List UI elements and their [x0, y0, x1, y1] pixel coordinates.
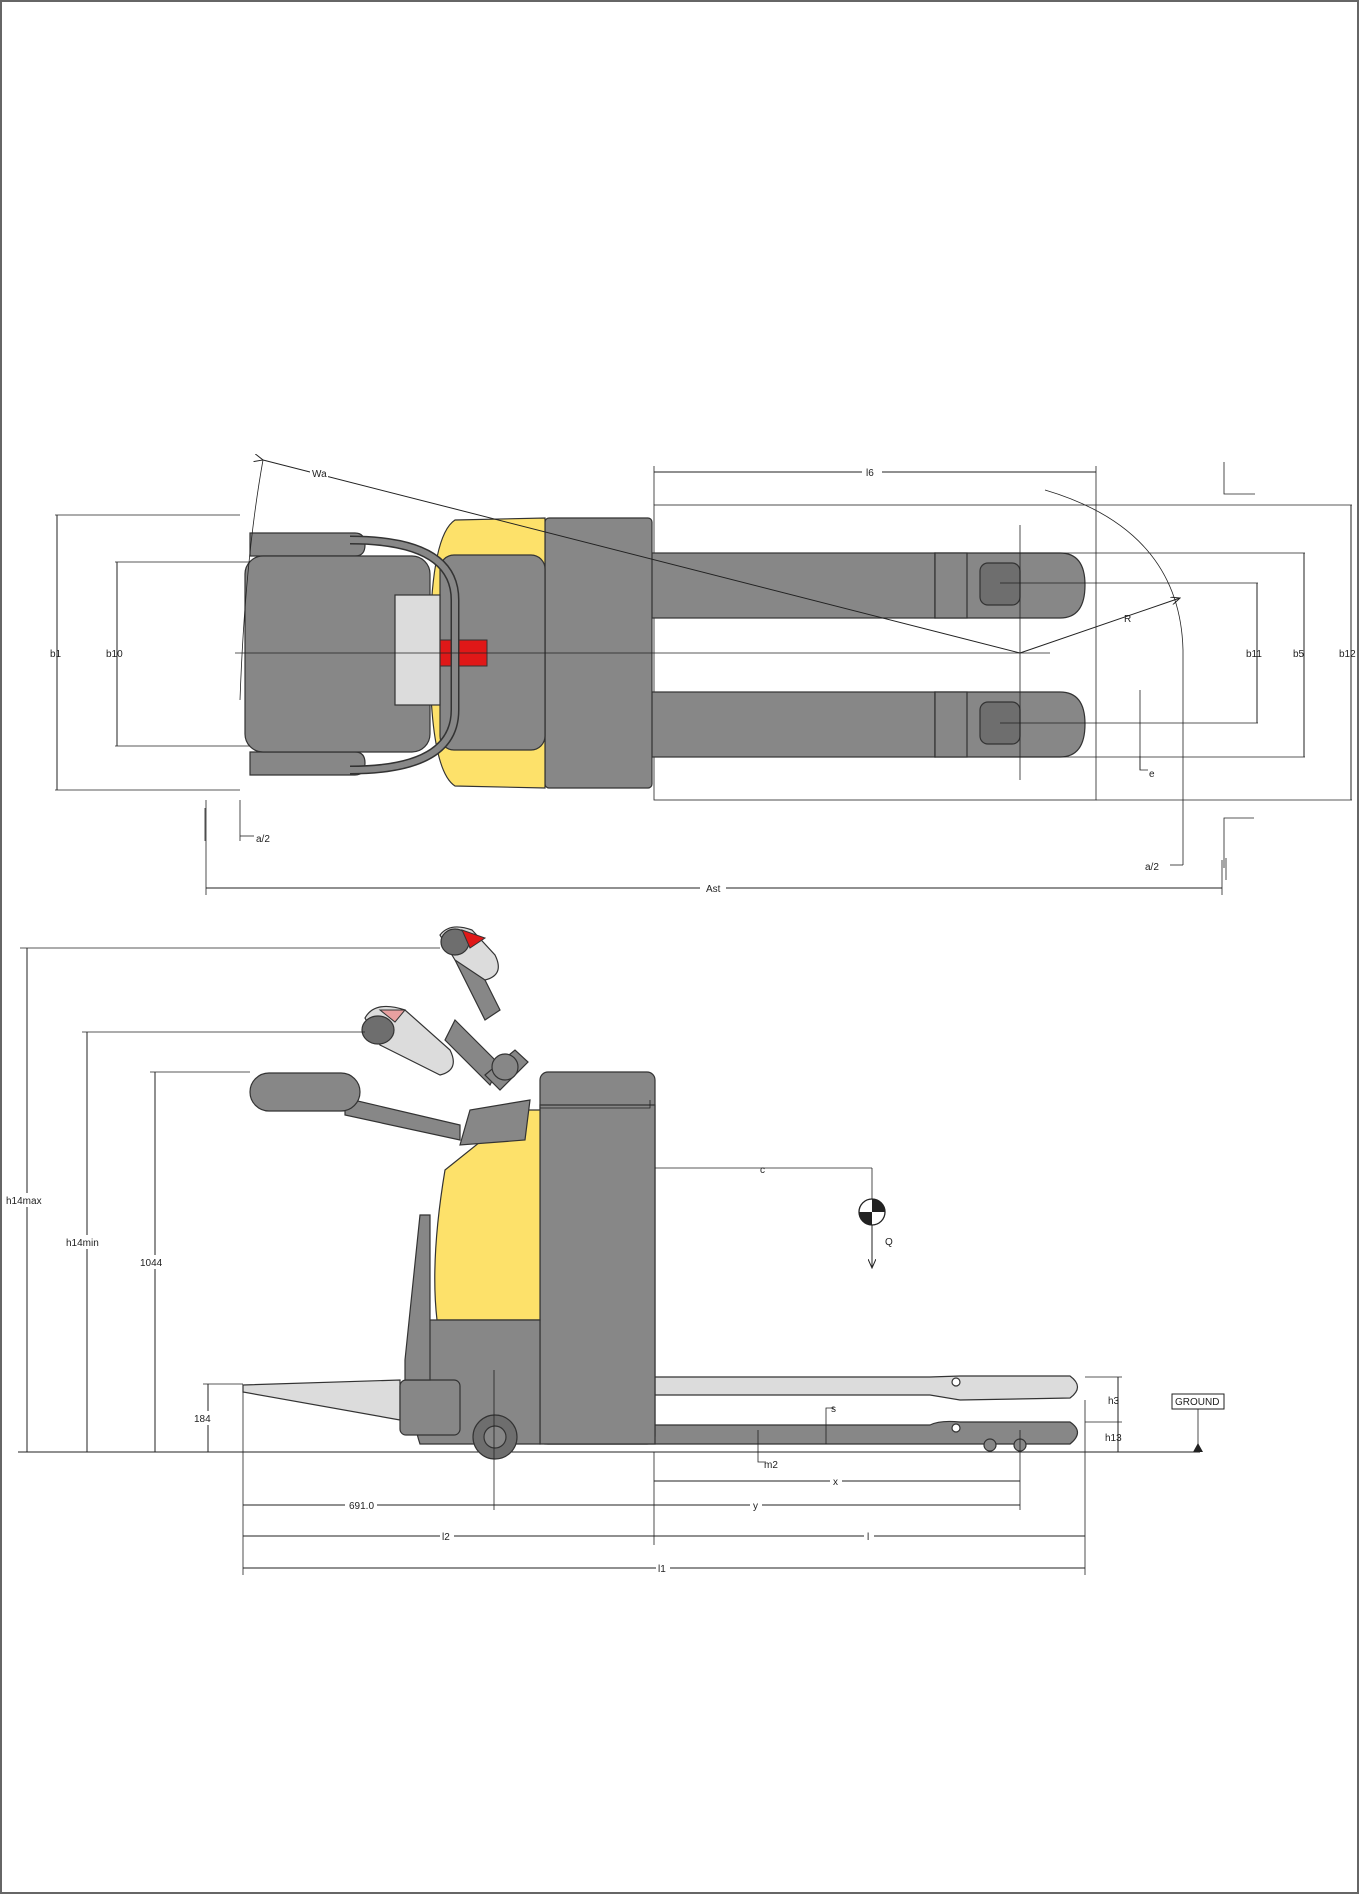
dim-l2: l2: [442, 1532, 450, 1543]
fork-upper: [644, 552, 936, 619]
top-view: b1 b10 b11 b5 b12 l6 Wa R: [50, 460, 1356, 895]
dim-h14min: h14min: [66, 1238, 99, 1249]
dim-ast: Ast: [706, 884, 721, 895]
dim-s: s: [831, 1404, 836, 1415]
dim-h3: h3: [1108, 1396, 1120, 1407]
dim-1044: 1044: [140, 1258, 163, 1269]
dim-r: R: [1124, 614, 1131, 625]
dim-c: c: [760, 1165, 765, 1176]
side-view: c Q h14max h14min 1044 184 s m2 h3 h13 G…: [5, 926, 1225, 1575]
fork-envelope: [653, 504, 1097, 801]
dim-l6: l6: [866, 468, 874, 479]
dim-184: 184: [194, 1414, 211, 1425]
dim-b1: b1: [50, 649, 62, 660]
dim-x: x: [833, 1477, 838, 1488]
load-q-label: Q: [885, 1237, 893, 1248]
dim-a2-left: a/2: [256, 834, 270, 845]
dim-wa: Wa: [312, 469, 327, 480]
dim-y: y: [753, 1501, 758, 1512]
ground-label: GROUND: [1175, 1397, 1219, 1408]
dim-b10: b10: [106, 649, 123, 660]
dim-e: e: [1149, 769, 1155, 780]
platform-step: [399, 1379, 461, 1436]
dim-h14max: h14max: [6, 1196, 42, 1207]
fork-raised: [544, 1375, 1079, 1401]
dim-h13: h13: [1105, 1433, 1122, 1444]
fork-lower: [644, 691, 936, 758]
dim-b5: b5: [1293, 649, 1305, 660]
dim-a2-right: a/2: [1145, 862, 1159, 873]
dim-b12: b12: [1339, 649, 1356, 660]
dim-691: 691.0: [349, 1501, 374, 1512]
dim-l1: l1: [658, 1564, 666, 1575]
dim-m2: m2: [764, 1460, 778, 1471]
dim-b11: b11: [1246, 649, 1262, 660]
fork-lowered: [544, 1420, 1079, 1445]
dim-l: l: [867, 1532, 869, 1543]
tiller-arm-lowered: [249, 1072, 361, 1112]
